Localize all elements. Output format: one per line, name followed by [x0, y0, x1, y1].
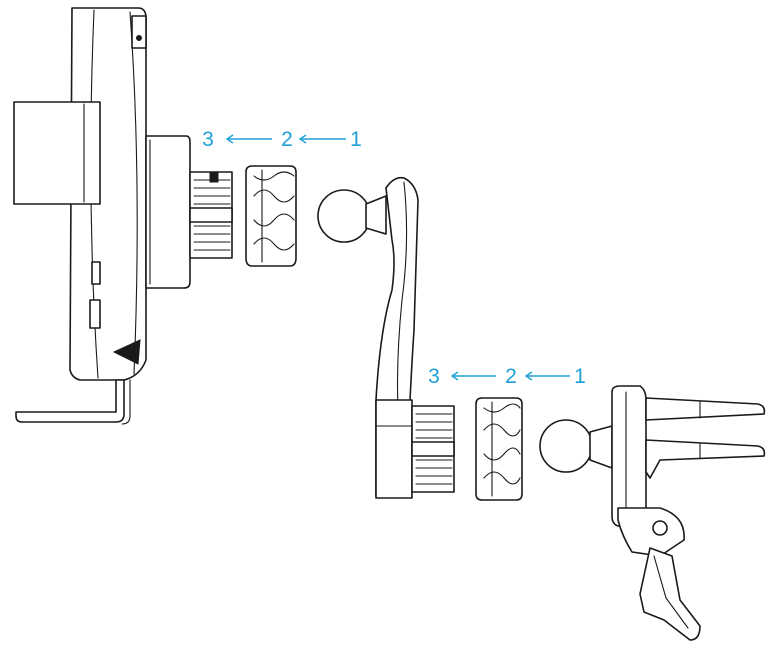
upper-locking-nut [245, 165, 297, 267]
upper-step-3-label: 3 [202, 128, 214, 151]
lower-step-2-label: 2 [505, 365, 517, 388]
upper-assembly-steps: 3 2 1 [202, 128, 362, 151]
lower-locking-nut [475, 397, 523, 501]
holder-threaded-stud [189, 171, 233, 259]
upper-arrowhead-3 [225, 134, 234, 144]
lower-step-3-label: 3 [428, 365, 440, 388]
lower-arrowhead-2 [524, 371, 533, 381]
phone-holder [13, 7, 191, 425]
upper-step-1-label: 1 [350, 128, 362, 151]
vent-clip [539, 385, 766, 641]
lower-step-1-label: 1 [574, 365, 586, 388]
extension-arm [317, 176, 419, 499]
upper-arrowhead-2 [298, 134, 307, 144]
lower-arrowhead-3 [450, 371, 459, 381]
lower-assembly-steps: 3 2 1 [428, 365, 586, 388]
upper-step-2-label: 2 [281, 128, 293, 151]
arm-threaded-stud [411, 405, 455, 493]
